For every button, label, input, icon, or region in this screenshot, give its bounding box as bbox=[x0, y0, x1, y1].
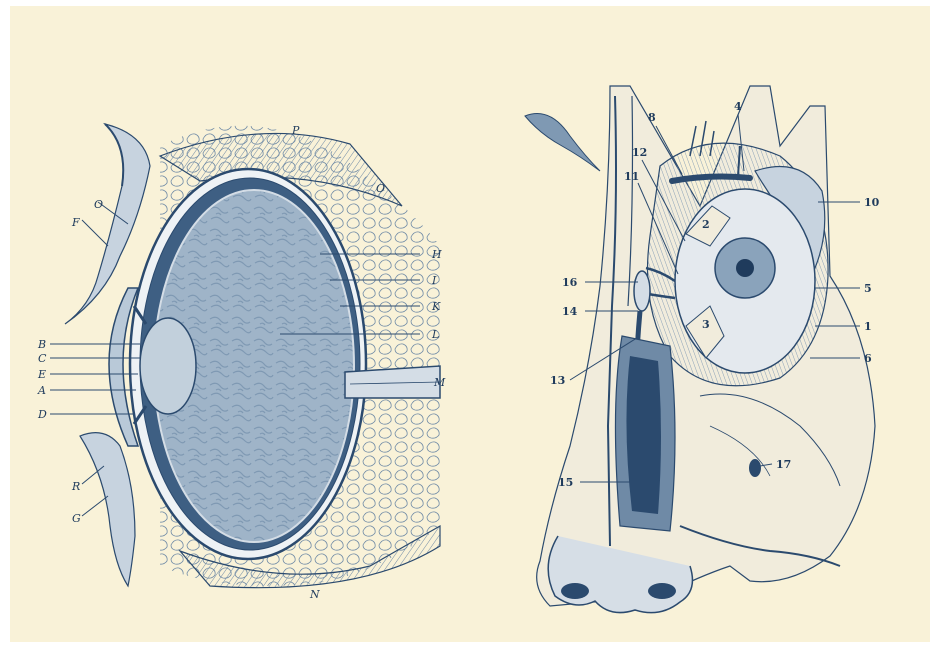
label-16: 16 bbox=[562, 276, 578, 289]
label-10: 10 bbox=[864, 196, 880, 209]
label-M: M bbox=[433, 376, 446, 389]
lacrimal-face-diagram: 8 4 12 11 10 2 16 14 5 3 1 13 6 15 17 bbox=[525, 86, 880, 613]
lacrimal-sac bbox=[634, 271, 650, 311]
lower-eyelid bbox=[80, 433, 135, 586]
anatomy-plate: P O O F H I K L M B C E A D R G N bbox=[10, 6, 930, 642]
label-A: A bbox=[37, 384, 46, 397]
label-6: 6 bbox=[864, 352, 872, 365]
label-8: 8 bbox=[648, 111, 656, 124]
label-L: L bbox=[431, 328, 439, 341]
label-P: P bbox=[291, 124, 300, 137]
eye-section-diagram: P O O F H I K L M B C E A D R G N bbox=[37, 124, 446, 601]
label-12: 12 bbox=[632, 146, 647, 159]
cheek-mark bbox=[749, 459, 761, 477]
label-I: I bbox=[431, 274, 437, 287]
label-K: K bbox=[431, 300, 441, 313]
label-14: 14 bbox=[562, 305, 578, 318]
label-R: R bbox=[71, 480, 80, 493]
label-G: G bbox=[72, 512, 81, 525]
inferior-meatus bbox=[626, 356, 661, 514]
label-13: 13 bbox=[550, 374, 565, 387]
label-C: C bbox=[38, 352, 47, 365]
label-4: 4 bbox=[734, 100, 742, 113]
eyebrow bbox=[525, 114, 600, 172]
label-17: 17 bbox=[776, 458, 791, 471]
label-15: 15 bbox=[558, 476, 573, 489]
label-F: F bbox=[71, 216, 80, 229]
label-11: 11 bbox=[624, 170, 639, 183]
label-O-top: O bbox=[376, 182, 385, 195]
label-N: N bbox=[309, 588, 320, 601]
lens bbox=[140, 318, 196, 414]
label-B: B bbox=[37, 338, 46, 351]
label-2: 2 bbox=[702, 218, 710, 231]
label-3: 3 bbox=[702, 318, 710, 331]
label-1: 1 bbox=[864, 320, 872, 333]
right-nostril bbox=[648, 583, 676, 599]
label-O-left: O bbox=[94, 198, 103, 211]
label-H: H bbox=[431, 248, 442, 261]
eye-anatomy-illustration: P O O F H I K L M B C E A D R G N bbox=[10, 6, 930, 642]
pupil bbox=[736, 259, 754, 277]
label-E: E bbox=[37, 368, 46, 381]
label-5: 5 bbox=[864, 282, 872, 295]
left-nostril bbox=[561, 583, 589, 599]
label-D: D bbox=[37, 408, 47, 421]
